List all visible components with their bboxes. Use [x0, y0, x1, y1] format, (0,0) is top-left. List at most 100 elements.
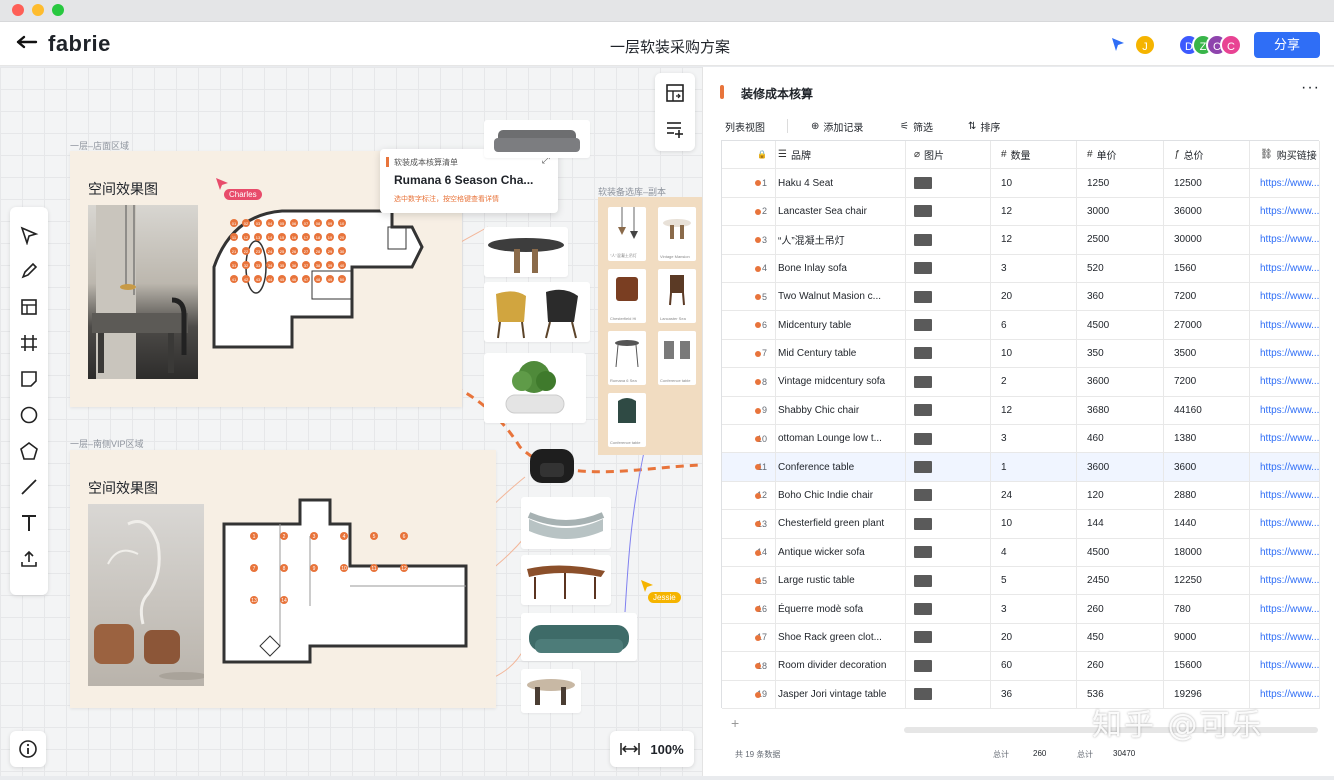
cell-brand[interactable]: Conference table	[776, 453, 906, 481]
cell-total[interactable]: 27000	[1164, 311, 1250, 339]
cell-link[interactable]: https://www...	[1250, 510, 1320, 538]
cell-brand[interactable]: ottoman Lounge low t...	[776, 425, 906, 453]
cell-image[interactable]	[906, 396, 991, 424]
avatar-c2[interactable]: C	[1220, 34, 1242, 56]
cell-brand[interactable]: Mid Century table	[776, 339, 906, 368]
cell-link[interactable]: https://www...	[1250, 567, 1320, 595]
plan-marker[interactable]: 39	[326, 261, 334, 269]
plan-marker[interactable]: 12	[242, 233, 250, 241]
product-image-curved-sofa[interactable]	[521, 497, 611, 549]
plan-marker[interactable]: 31	[230, 261, 238, 269]
cell-total[interactable]: 780	[1164, 595, 1250, 623]
cell-image[interactable]	[906, 481, 991, 510]
cell-unit-price[interactable]: 260	[1077, 652, 1164, 680]
plan-marker[interactable]: 21	[230, 247, 238, 255]
more-options-icon[interactable]: ···	[1301, 79, 1320, 96]
cell-image[interactable]	[906, 368, 991, 396]
product-image-table[interactable]	[484, 227, 568, 277]
plan-marker[interactable]: 22	[242, 247, 250, 255]
cell-unit-price[interactable]: 4500	[1077, 538, 1164, 566]
cell-total[interactable]: 7200	[1164, 283, 1250, 311]
product-thumbnail[interactable]	[914, 546, 932, 559]
cell-brand[interactable]: Antique wicker sofa	[776, 538, 906, 566]
header-unit-price[interactable]: #单价	[1077, 141, 1164, 169]
cell-total[interactable]: 3500	[1164, 339, 1250, 368]
zoom-control[interactable]: 100%	[610, 731, 694, 767]
line-tool-icon[interactable]	[17, 475, 41, 499]
cell-total[interactable]: 9000	[1164, 623, 1250, 652]
cell-quantity[interactable]: 4	[991, 538, 1077, 566]
header-image[interactable]: ⌀图片	[906, 141, 991, 169]
cell-quantity[interactable]: 36	[991, 680, 1077, 708]
plan-marker[interactable]: 20	[338, 233, 346, 241]
cell-unit-price[interactable]: 3000	[1077, 197, 1164, 226]
cell-unit-price[interactable]: 3680	[1077, 396, 1164, 424]
cell-quantity[interactable]: 24	[991, 481, 1077, 510]
plan-marker[interactable]: 17	[302, 233, 310, 241]
cell-quantity[interactable]: 20	[991, 283, 1077, 311]
cell-quantity[interactable]: 12	[991, 197, 1077, 226]
cell-total[interactable]: 44160	[1164, 396, 1250, 424]
plan-marker[interactable]: 1	[250, 532, 258, 540]
pen-tool-icon[interactable]	[17, 259, 41, 283]
cell-image[interactable]	[906, 339, 991, 368]
plan-marker[interactable]: 18	[314, 233, 322, 241]
row-index[interactable]: 3	[722, 226, 776, 254]
cell-image[interactable]	[906, 283, 991, 311]
cell-brand[interactable]: Jasper Jori vintage table	[776, 680, 906, 708]
plan-marker[interactable]: 06	[290, 219, 298, 227]
cell-total[interactable]: 3600	[1164, 453, 1250, 481]
plan-marker[interactable]: 49	[326, 275, 334, 283]
cell-image[interactable]	[906, 226, 991, 254]
cell-link[interactable]: https://www...	[1250, 595, 1320, 623]
header-brand[interactable]: ☰品牌	[776, 141, 906, 169]
product-image-planter[interactable]	[484, 353, 586, 423]
cell-image[interactable]	[906, 623, 991, 652]
plan-marker[interactable]: 35	[278, 261, 286, 269]
cell-link[interactable]: https://www...	[1250, 425, 1320, 453]
row-index[interactable]: 12	[722, 481, 776, 510]
cell-quantity[interactable]: 6	[991, 311, 1077, 339]
plan-marker[interactable]: 10	[338, 219, 346, 227]
cell-image[interactable]	[906, 169, 991, 197]
plan-marker[interactable]: 48	[314, 275, 322, 283]
cell-unit-price[interactable]: 3600	[1077, 368, 1164, 396]
product-thumbnail[interactable]	[914, 517, 932, 530]
cell-link[interactable]: https://www...	[1250, 481, 1320, 510]
row-index[interactable]: 14	[722, 538, 776, 566]
row-index[interactable]: 13	[722, 510, 776, 538]
cell-link[interactable]: https://www...	[1250, 339, 1320, 368]
plan-marker[interactable]: 5	[370, 532, 378, 540]
product-thumbnail[interactable]	[914, 603, 932, 616]
product-thumbnail[interactable]	[914, 404, 932, 417]
cell-brand[interactable]: Chesterfield green plant	[776, 510, 906, 538]
product-thumbnail[interactable]	[914, 233, 932, 246]
row-index[interactable]: 1	[722, 169, 776, 197]
cell-brand[interactable]: Room divider decoration	[776, 652, 906, 680]
product-image-armchair[interactable]	[524, 445, 580, 489]
cell-total[interactable]: 12250	[1164, 567, 1250, 595]
cell-unit-price[interactable]: 2500	[1077, 226, 1164, 254]
plan-marker[interactable]: 50	[338, 275, 346, 283]
cell-link[interactable]: https://www...	[1250, 254, 1320, 282]
avatar-j[interactable]: J	[1134, 34, 1156, 56]
row-index[interactable]: 17	[722, 623, 776, 652]
cell-unit-price[interactable]: 3600	[1077, 453, 1164, 481]
product-thumbnail[interactable]	[914, 375, 932, 388]
share-button[interactable]: 分享	[1254, 32, 1320, 58]
candidate-pool-frame[interactable]: "人"混凝土吊灯 Vintage Mansion Chesterfield Hi…	[598, 197, 702, 455]
